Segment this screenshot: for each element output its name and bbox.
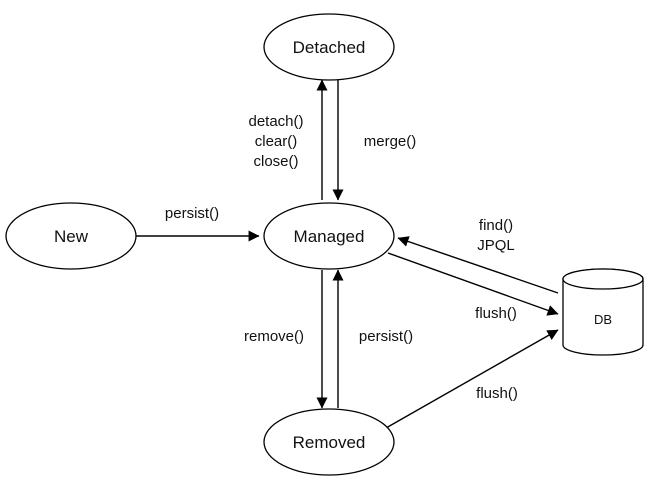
- edge-remove-label: remove(): [244, 328, 304, 345]
- edge-detach-label-3: close(): [253, 153, 298, 170]
- edge-detach-label-2: clear(): [255, 133, 298, 150]
- node-removed: Removed: [263, 408, 395, 476]
- edge-persist-removed-label: persist(): [359, 328, 413, 345]
- node-db-cylinder: DB: [562, 268, 644, 356]
- edge-merge-label: merge(): [364, 133, 417, 150]
- node-db-label: DB: [594, 312, 612, 327]
- edge-find-arrow: [397, 236, 559, 294]
- edge-labels: detach() clear() close() merge() persist…: [165, 113, 518, 402]
- node-removed-label: Removed: [293, 433, 366, 452]
- edge-find-label-1: find(): [479, 217, 513, 234]
- edge-find-label-2: JPQL: [477, 237, 515, 254]
- edge-persist-new-label: persist(): [165, 205, 219, 222]
- node-detached: Detached: [263, 13, 395, 81]
- node-detached-label: Detached: [293, 38, 366, 57]
- node-new-label: New: [54, 227, 89, 246]
- edge-flush-removed-arrow: [385, 329, 559, 429]
- edges: [136, 79, 559, 429]
- edge-flush-managed-label: flush(): [475, 305, 517, 322]
- edge-flush-removed-label: flush(): [476, 385, 518, 402]
- edge-detach-label-1: detach(): [248, 113, 303, 130]
- edge-flush-managed-arrow: [387, 252, 559, 316]
- node-managed-label: Managed: [294, 227, 365, 246]
- node-new: New: [5, 202, 137, 270]
- node-managed: Managed: [263, 202, 395, 270]
